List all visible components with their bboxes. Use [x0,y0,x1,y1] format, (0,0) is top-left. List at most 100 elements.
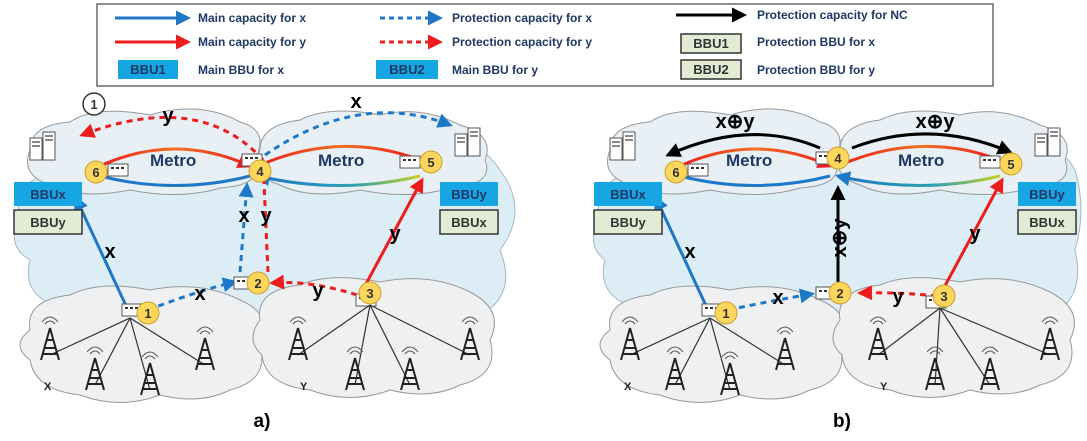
node-6-b [664,160,688,184]
legend-bbu2-prot-tag [680,59,742,80]
bbu-left-main-b [594,182,662,206]
legend: Main capacity for x Main capacity for y … [96,3,994,87]
ring-left-top-b [679,147,833,168]
link-tower-1-a [49,317,131,356]
router-icon-5-b [979,155,1001,169]
ring-right-bottom-b [835,171,1001,187]
legend-prot-y-label: Protection capacity for y [452,35,592,49]
node-1-b [714,301,738,325]
legend-bbu1-main-label: Main BBU for x [198,63,284,77]
legend-bbu1-prot-label: Protection BBU for x [757,35,875,49]
main-path-x-b [654,195,710,311]
legend-bbu2-main-label: Main BBU for y [452,63,538,77]
bbu-left-prot-b [593,209,663,235]
link-tower-2-b [674,317,711,386]
ring-right-bottom-a [255,171,421,187]
metro-label-left-b: Metro [726,151,772,170]
legend-bbu1-prot-tag-label: BBU1 [693,36,728,51]
link-tower-7-b [939,307,991,386]
metro-label-left-a: Metro [150,151,196,170]
bbu-right-prot-label-b: BBUx [1029,215,1065,230]
main-path-x-a [74,195,130,311]
main-path-y-a [358,177,424,296]
metro-label-right-b: Metro [898,151,944,170]
node-3-label-a: 3 [366,286,373,301]
node-4-label-b: 4 [834,151,842,166]
node-2-a [246,271,270,295]
legend-bbu2-main-tag [376,60,438,79]
link-tower-6-b [934,307,941,386]
legend-bbu1-main-tag-label: BBU1 [130,62,165,77]
flow-label-n3-y-b: y [892,286,904,308]
node-5-b [999,152,1023,176]
node-2-b [828,281,852,305]
node-1-a [136,301,160,325]
bbu-left-prot-label-a: BBUy [30,215,66,230]
node-3-a [358,281,382,305]
bbu-left-prot-label-b: BBUy [610,215,646,230]
area-label-y-a: Y [300,381,308,393]
ring-left-bottom-b [679,174,831,187]
legend-main-x-label: Main capacity for x [198,11,306,25]
link-tower-5-a [297,304,371,356]
flow-label-col-y-a: y [260,205,272,227]
node-6-label-b: 6 [672,165,679,180]
prot-path-y-4-6-a [79,115,265,162]
node-5-a [419,150,443,174]
area-label-x-a: X [44,381,52,393]
legend-bbu2-main-tag-label: BBU2 [389,62,424,77]
node-5-label-b: 5 [1007,157,1014,172]
bbu-right-main-label-a: BBUy [451,187,487,202]
prot-path-x-1-2-b [727,288,815,312]
node-2-label-b: 2 [836,286,843,301]
node-2-label-a: 2 [254,276,261,291]
prot-path-y-3-2-a [269,274,358,297]
legend-box [96,3,994,87]
main-path-y-b [938,177,1004,296]
metro-label-right-a: Metro [318,151,364,170]
flow-label-n3-y-a: y [312,280,324,302]
panel-a: Metro Metro 1 y x x y x y x y BBUx BBUy … [13,91,516,432]
failure-marker-a [82,92,106,116]
area-label-x-b: X [624,381,632,393]
bbu-right-prot-label-a: BBUx [451,215,487,230]
flow-label-main-y-a: y [389,223,401,245]
node-4-a [248,159,272,183]
flow-label-main-x-b: x [684,241,695,263]
node-6-label-a: 6 [92,165,99,180]
bbu-right-prot-a [439,209,499,235]
flow-label-top-y-a: y [162,105,174,127]
access-cloud-x-b [599,285,845,403]
metro-cloud-right-a [257,110,488,195]
node-4-b [826,146,850,170]
node-4-label-a: 4 [256,164,264,179]
legend-main-y-label: Main capacity for y [198,35,306,49]
link-tower-1-b [629,317,711,356]
bbu-left-main-label-a: BBUx [30,187,66,202]
ring-right-top-b [837,144,1001,168]
flow-label-top-left-b: x⊕y [715,111,755,133]
legend-bbu1-main-tag [118,60,178,79]
link-tower-8-a [369,304,471,356]
bbu-right-main-b [1018,182,1076,206]
panel-caption-b: b) [833,411,851,432]
ring-left-bottom-a [99,174,251,187]
flow-label-main-x-a: x [104,241,115,263]
legend-prot-x-label: Protection capacity for x [452,11,592,25]
bbu-left-prot-a [13,209,83,235]
flow-label-top-x-a: x [350,91,361,113]
link-tower-7-a [369,304,411,386]
flow-label-n1-x-b: x [772,287,783,309]
legend-bbu2-prot-label: Protection BBU for y [757,63,875,77]
bbu-right-main-a [440,182,498,206]
bbu-right-prot-b [1017,209,1077,235]
panel-caption-a: a) [254,411,271,432]
flow-label-main-y-b: y [969,223,981,245]
node-3-label-b: 3 [940,289,947,304]
link-tower-4-b [709,317,786,366]
access-cloud-x-a [19,285,265,403]
flow-label-col-x-a: x [238,205,249,227]
link-tower-6-a [354,304,371,386]
node-6-a [84,160,108,184]
prot-path-y-3-2-b [857,285,938,301]
